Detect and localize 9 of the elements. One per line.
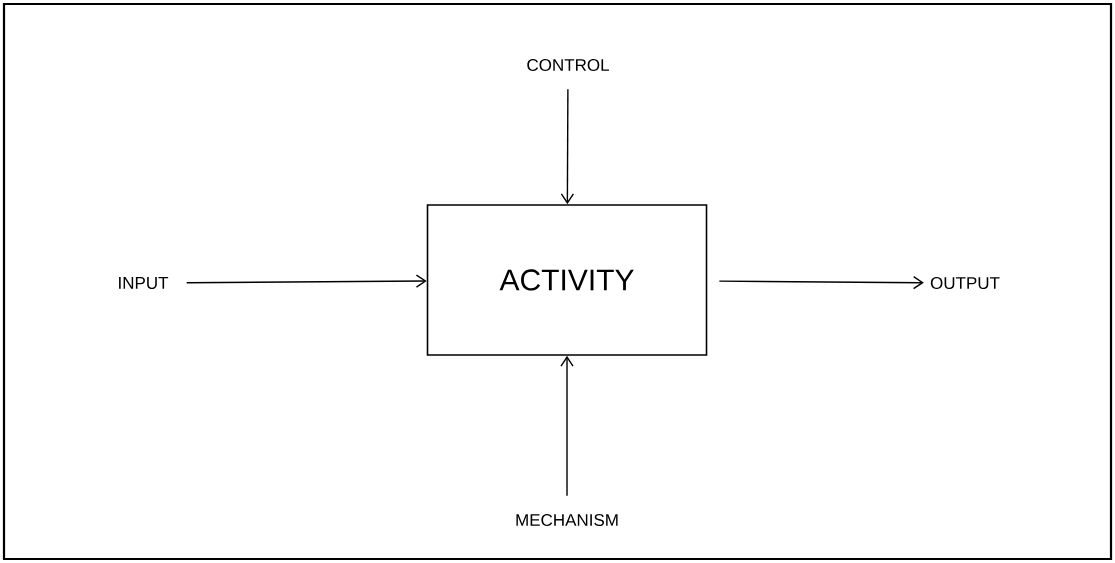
node-label: INPUT xyxy=(119,277,169,289)
arrow xyxy=(718,275,924,290)
arrow xyxy=(560,355,574,497)
activity-box: ACTIVITY xyxy=(426,204,708,356)
arrow xyxy=(186,274,427,288)
node-label: CONTROL xyxy=(527,59,609,71)
arrow xyxy=(560,88,575,205)
node-label: MECHANISM xyxy=(516,514,618,526)
node-label: OUTPUT xyxy=(930,277,1000,289)
